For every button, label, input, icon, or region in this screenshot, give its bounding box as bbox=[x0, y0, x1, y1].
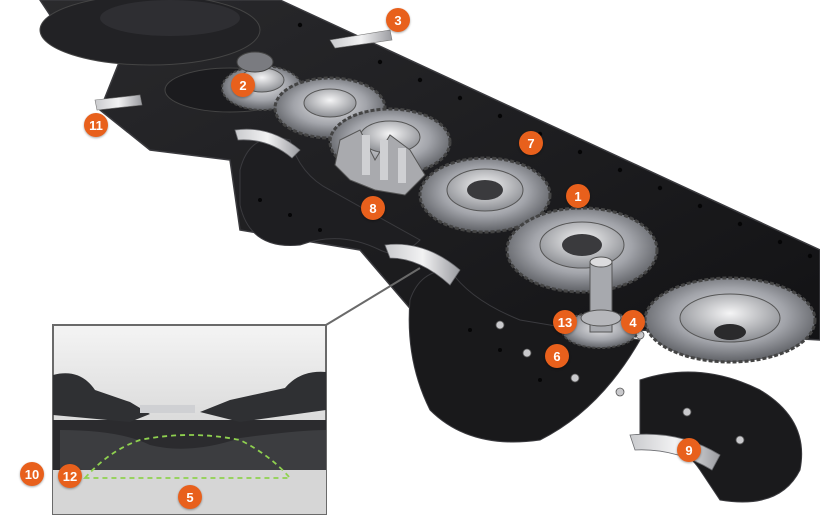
detail-inset bbox=[52, 267, 421, 515]
marker-1: 1 bbox=[566, 184, 590, 208]
marker-13: 13 bbox=[553, 310, 577, 334]
marker-9: 9 bbox=[677, 438, 701, 462]
knife-guards bbox=[234, 128, 721, 471]
marker-4: 4 bbox=[621, 310, 645, 334]
gear-e bbox=[643, 276, 817, 364]
marker-12: 12 bbox=[58, 464, 82, 488]
marker-2: 2 bbox=[231, 73, 255, 97]
gear-c bbox=[418, 156, 552, 234]
marker-8: 8 bbox=[361, 196, 385, 220]
marker-11: 11 bbox=[84, 113, 108, 137]
gear-d bbox=[505, 206, 659, 294]
marker-3: 3 bbox=[386, 8, 410, 32]
gear-train bbox=[221, 51, 817, 364]
marker-5: 5 bbox=[178, 485, 202, 509]
marker-6: 6 bbox=[545, 344, 569, 368]
marker-7: 7 bbox=[519, 131, 543, 155]
splined-shaft bbox=[580, 256, 622, 333]
cutaway-housing bbox=[334, 129, 426, 196]
marker-10: 10 bbox=[20, 462, 44, 486]
